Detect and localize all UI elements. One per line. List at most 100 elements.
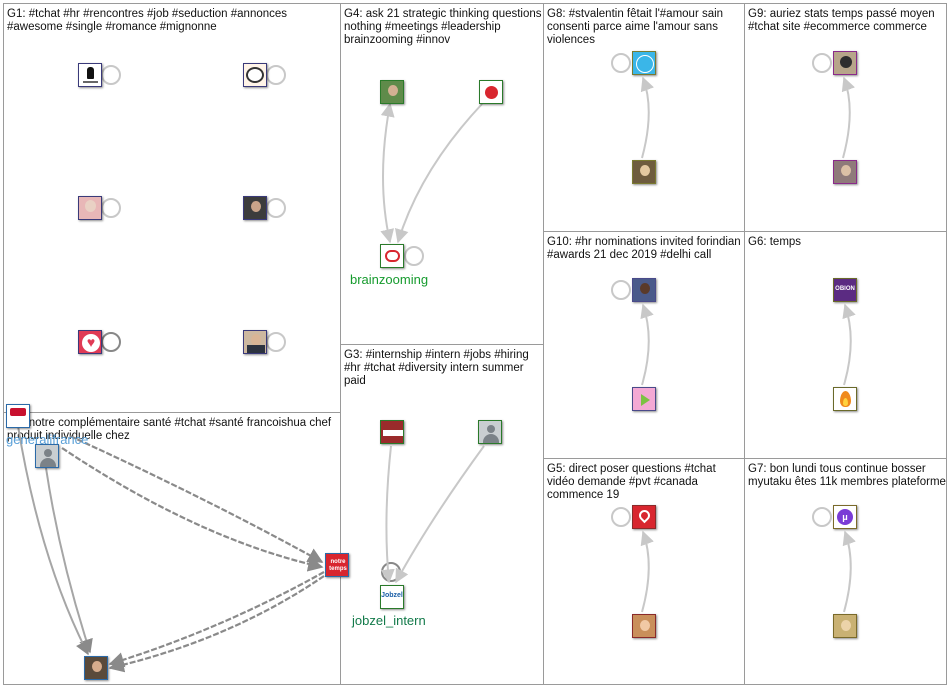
person-silhouette-icon — [487, 425, 495, 433]
jobzel-node[interactable]: Jobzel — [380, 585, 404, 609]
edge-g2-b — [69, 434, 324, 563]
user-avatar-node[interactable] — [632, 278, 656, 302]
group-panel-g6: G6: temps — [744, 231, 947, 459]
person-face-photo-icon — [841, 165, 851, 176]
self-loop-edge — [812, 507, 832, 527]
generalifrance-node[interactable] — [6, 404, 30, 428]
user-avatar-node[interactable] — [243, 63, 267, 87]
edge-g2-e — [45, 467, 93, 654]
edge-g3-a — [380, 445, 395, 584]
obion-logo-text: OBION — [835, 286, 855, 292]
round-badge-logo-icon — [246, 67, 264, 83]
user-avatar-node[interactable] — [380, 80, 404, 104]
mu-logo-icon: μ — [837, 509, 853, 525]
group-panel-g9: G9: auriez stats temps passé moyen #tcha… — [744, 3, 947, 232]
self-loop-edge — [611, 280, 631, 300]
obion-node[interactable]: OBION — [833, 278, 857, 302]
group-title-g9: G9: auriez stats temps passé moyen #tcha… — [748, 8, 935, 33]
edge-g8 — [640, 76, 654, 159]
edge-g6 — [842, 303, 856, 386]
user-avatar-node[interactable] — [632, 51, 656, 75]
edge-g4-a — [380, 102, 395, 244]
user-avatar-node[interactable] — [833, 51, 857, 75]
edge-g10 — [640, 303, 654, 386]
self-loop-edge — [611, 507, 631, 527]
person-face-photo-icon — [640, 620, 650, 631]
user-avatar-node[interactable] — [35, 444, 59, 468]
user-avatar-node[interactable] — [632, 387, 656, 411]
play-icon — [641, 394, 650, 406]
user-avatar-node[interactable] — [84, 656, 108, 680]
brain-icon — [385, 250, 400, 262]
person-face-photo-icon — [251, 334, 261, 346]
edge-g4-b — [394, 103, 483, 244]
group-title-g4: G4: ask 21 strategic thinking questions … — [344, 8, 542, 46]
self-loop-edge — [404, 246, 424, 266]
group-title-g6: G6: temps — [748, 236, 802, 248]
group-panel-g3: G3: #internship #intern #jobs #hiring #h… — [340, 344, 544, 685]
user-avatar-node[interactable] — [78, 196, 102, 220]
person-silhouette-body — [40, 458, 56, 467]
banner-stripe — [383, 430, 403, 436]
group-title-g1: G1: #tchat #hr #rencontres #job #seducti… — [7, 8, 288, 33]
person-face-photo-icon — [640, 283, 650, 294]
group-title-g10: G10: #hr nominations invited forindian #… — [547, 236, 741, 261]
user-avatar-node[interactable] — [632, 160, 656, 184]
self-loop-edge — [101, 198, 121, 218]
flame-icon-inner — [843, 398, 848, 406]
node-label-jobzel-intern: jobzel_intern — [352, 613, 426, 628]
group-title-g7: G7: bon lundi tous continue bosser myuta… — [748, 463, 946, 488]
user-avatar-node[interactable] — [833, 160, 857, 184]
self-loop-edge — [812, 53, 832, 73]
heart-icon — [82, 334, 100, 352]
self-loop-edge — [266, 332, 286, 352]
user-avatar-node[interactable] — [78, 63, 102, 87]
node-label-brainzooming: brainzooming — [350, 272, 429, 287]
notre-temps-logo-text: notre temps — [329, 559, 347, 572]
group-title-g2: G2: notre complémentaire santé #tchat #s… — [7, 417, 332, 442]
dress-silhouette-icon — [87, 67, 94, 79]
person-face-photo-icon — [840, 56, 852, 68]
brainzooming-node[interactable] — [380, 244, 404, 268]
user-avatar-node[interactable] — [632, 614, 656, 638]
edge-g2-a — [61, 447, 324, 572]
shirt-shape — [247, 345, 265, 353]
user-avatar-node[interactable] — [478, 420, 502, 444]
edge-g2-f — [17, 425, 89, 656]
self-loop-edge — [266, 65, 286, 85]
group-title-g8: G8: #stvalentin fêtait l'#amour sain con… — [547, 8, 724, 46]
edge-g9 — [841, 76, 855, 159]
person-face-photo-icon — [841, 620, 851, 631]
group-panel-g10: G10: #hr nominations invited forindian #… — [543, 231, 745, 459]
person-face-photo-icon — [388, 85, 398, 96]
self-loop-edge — [101, 332, 121, 352]
user-avatar-node[interactable]: ♥ — [78, 330, 102, 354]
user-avatar-node[interactable]: μ — [833, 505, 857, 529]
jobzel-logo-text: Jobzel — [381, 592, 403, 599]
node-label-generalifrance: generalifrance — [6, 432, 89, 447]
person-face-photo-icon — [251, 201, 261, 212]
self-loop-edge — [101, 65, 121, 85]
notre-temps-node[interactable]: notre temps — [325, 553, 349, 577]
group-title-g5: G5: direct poser questions #tchat vidéo … — [547, 463, 716, 501]
person-face-photo-icon — [640, 165, 650, 176]
person-face-photo-icon — [92, 661, 102, 672]
person-silhouette-icon — [44, 449, 52, 457]
circular-badge-icon — [636, 55, 654, 73]
user-avatar-node[interactable] — [833, 614, 857, 638]
user-avatar-node[interactable] — [632, 505, 656, 529]
person-face-photo-icon — [85, 200, 96, 212]
user-avatar-node[interactable] — [479, 80, 503, 104]
user-avatar-node[interactable] — [243, 330, 267, 354]
user-avatar-node[interactable] — [243, 196, 267, 220]
group-panel-g7: G7: bon lundi tous continue bosser myuta… — [744, 458, 947, 685]
person-silhouette-body — [483, 434, 499, 443]
self-loop-edge — [611, 53, 631, 73]
user-avatar-node[interactable] — [833, 387, 857, 411]
edge-g7 — [842, 530, 856, 613]
red-logo-icon — [485, 86, 498, 99]
user-avatar-node[interactable] — [380, 420, 404, 444]
group-title-g3: G3: #internship #intern #jobs #hiring #h… — [344, 349, 529, 387]
edge-g2-c — [108, 571, 325, 668]
